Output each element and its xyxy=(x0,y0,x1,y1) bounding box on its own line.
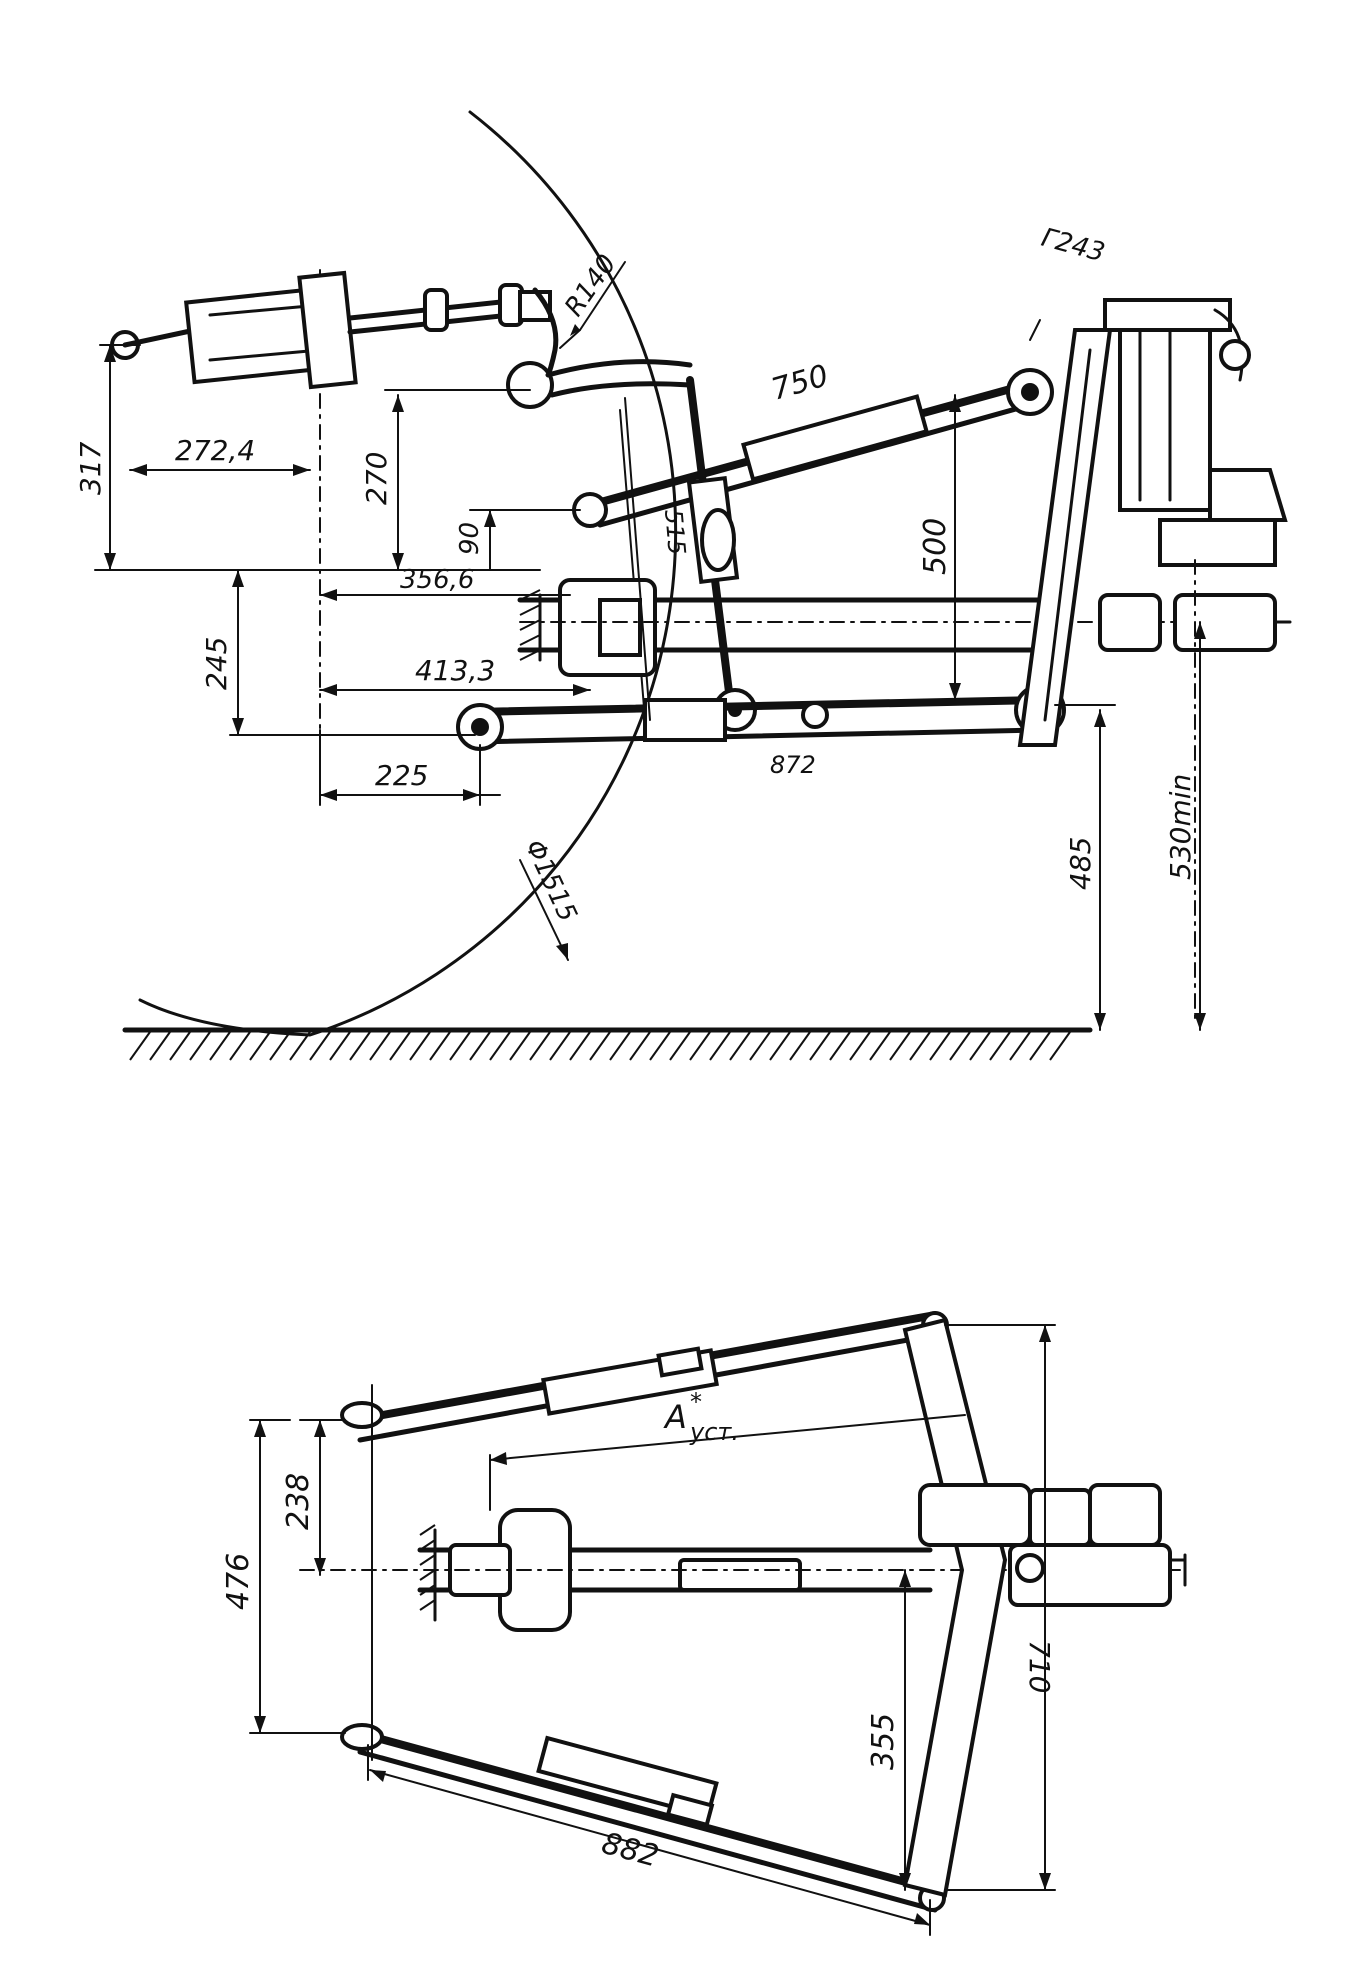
dim-476: 476 xyxy=(221,1553,256,1610)
dim-515: 515 xyxy=(659,508,691,556)
dim-phi-1515: Φ1515 xyxy=(519,835,583,926)
side-dimension-lines xyxy=(94,344,1201,1031)
side-dimension-arrows xyxy=(104,345,1206,1030)
lower-link xyxy=(456,684,1066,751)
dim-356-6: 356,6 xyxy=(400,565,474,595)
lower-arm xyxy=(340,1723,946,1913)
dim-238: 238 xyxy=(281,1473,316,1530)
dim-a-subscript: уст. xyxy=(689,1418,739,1446)
center-link xyxy=(299,1508,1181,1632)
dim-a-label: A xyxy=(663,1398,687,1436)
dim-90: 90 xyxy=(455,522,485,555)
dim-750: 750 xyxy=(768,358,833,407)
dim-225: 225 xyxy=(375,759,428,792)
dim-710: 710 xyxy=(1023,1640,1056,1693)
dim-485: 485 xyxy=(1064,837,1097,890)
dim-272-4: 272,4 xyxy=(175,434,255,467)
upper-arm xyxy=(340,1311,949,1443)
dim-a-star: * xyxy=(690,1388,702,1416)
dim-317: 317 xyxy=(74,441,107,495)
dim-270: 270 xyxy=(360,452,393,505)
mounted-frame xyxy=(1017,298,1292,1021)
dim-500: 500 xyxy=(918,518,953,575)
dim-530-min: 530min xyxy=(1164,774,1197,880)
lift-rod xyxy=(619,376,757,732)
ground-line xyxy=(122,1027,1093,1061)
hydraulic-cylinder xyxy=(110,270,552,390)
plan-view: 238 476 A * уст. 355 710 882 xyxy=(221,1311,1187,1936)
note-top: Г243 xyxy=(1038,223,1108,269)
plan-dimension-lines xyxy=(249,1324,1056,1936)
plan-dimension-arrows xyxy=(254,1325,1051,1925)
pto-shaft xyxy=(517,578,1281,677)
dim-872: 872 xyxy=(770,751,816,779)
dim-245: 245 xyxy=(200,637,233,690)
upper-link xyxy=(572,319,1054,528)
dim-r140: R140 xyxy=(559,249,622,322)
side-view: 317 272,4 270 90 356,6 245 413,3 225 750… xyxy=(74,110,1292,1061)
dim-355: 355 xyxy=(866,1713,901,1770)
dim-413-3: 413,3 xyxy=(415,654,495,687)
rocker-arm xyxy=(506,261,693,409)
implement-frame xyxy=(902,1317,1187,1898)
wheel-arc xyxy=(138,110,678,1037)
